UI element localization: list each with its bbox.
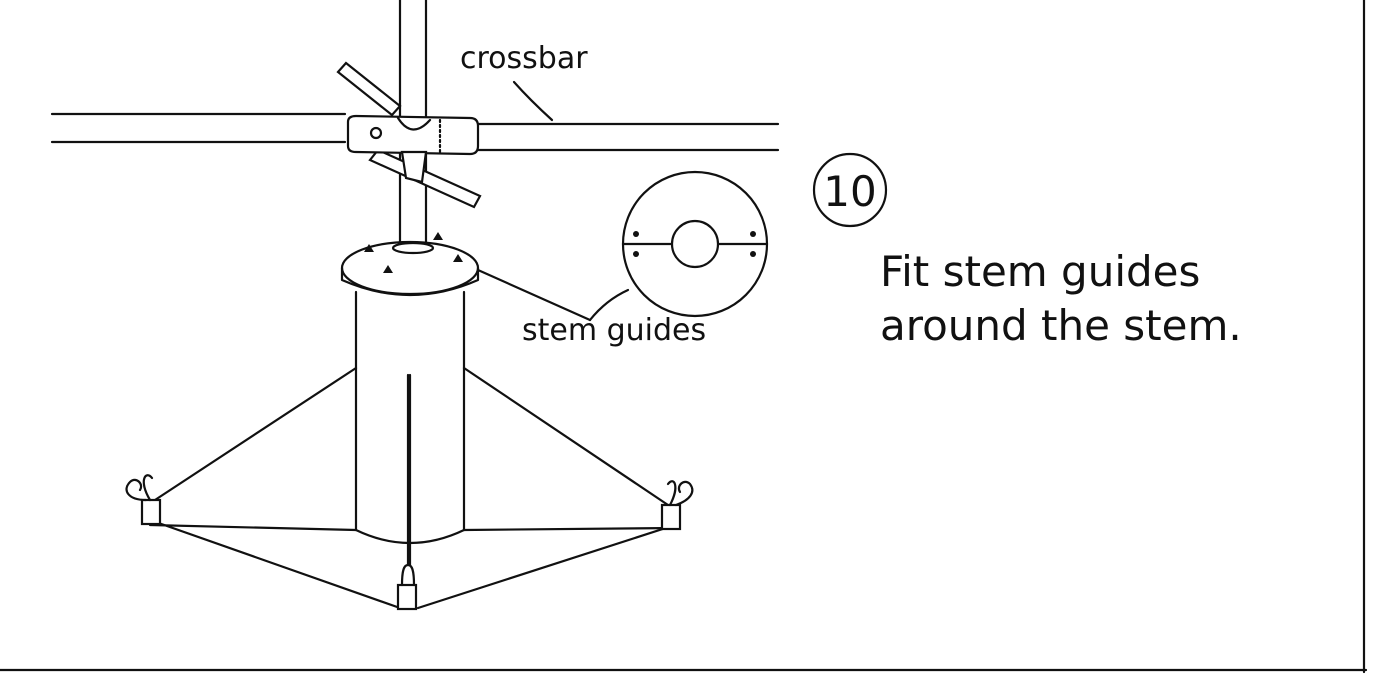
ground-pegs (125, 474, 694, 611)
stem-guides-label: stem guides (522, 313, 706, 348)
instruction-line-2: around the stem. (880, 301, 1242, 350)
step-instruction: Fit stem guides around the stem. (880, 245, 1350, 353)
base-cylinder (354, 290, 466, 567)
instruction-line-1: Fit stem guides (880, 247, 1201, 296)
crossbar (50, 112, 780, 152)
label-leaders (476, 80, 630, 322)
step-number: 10 (823, 167, 876, 216)
stem (398, 0, 428, 257)
crossbar-label: crossbar (460, 41, 588, 76)
guy-ropes (148, 366, 677, 610)
stem-guide-plate (340, 232, 480, 297)
coupling-clamp (346, 114, 480, 184)
step-number-badge: 10 (812, 152, 888, 228)
stem-guides-detail (621, 170, 769, 318)
handle-bars (336, 61, 482, 209)
